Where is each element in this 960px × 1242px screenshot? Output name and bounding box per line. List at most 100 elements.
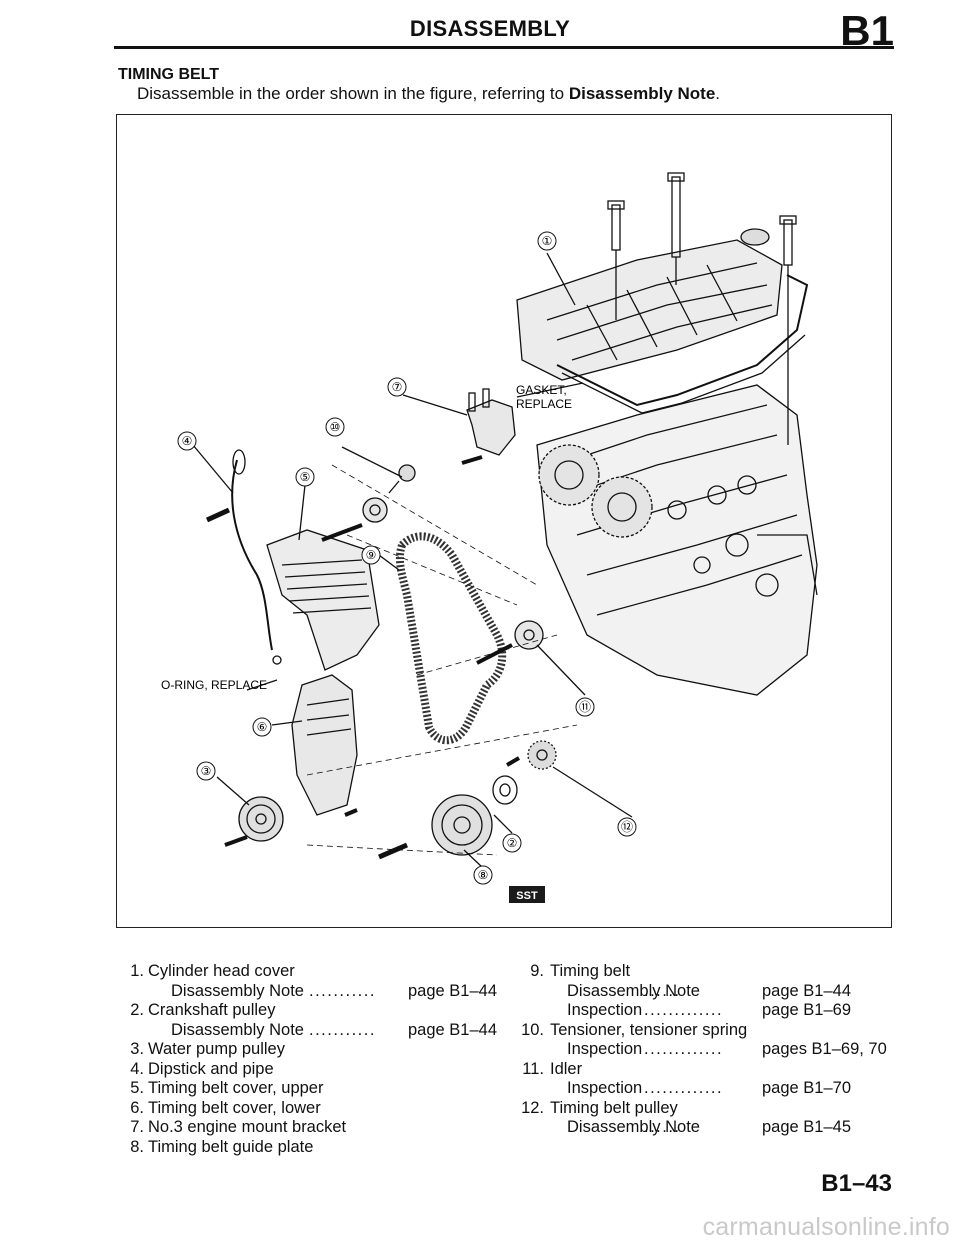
callout-8-label: ⑧ bbox=[478, 868, 489, 882]
callout-1: ① bbox=[537, 231, 557, 251]
callout-markers: ① ② ③ ④ ⑤ ⑥ ⑦ ⑧ ⑨ ⑩ ⑪ ⑫ bbox=[177, 231, 637, 885]
section-code: B1 bbox=[840, 7, 894, 54]
callout-5: ⑤ bbox=[295, 467, 315, 487]
gasket-label-line-2: REPLACE bbox=[516, 397, 572, 411]
part-item: 9. Timing belt bbox=[510, 962, 910, 982]
part-reference: Inspection............. page B1–69 bbox=[510, 1001, 910, 1021]
callout-10: ⑩ bbox=[325, 417, 345, 437]
part-number: 8. bbox=[130, 1137, 144, 1156]
part-name: Timing belt pulley bbox=[550, 1098, 678, 1117]
reference-dots: ............. bbox=[644, 1079, 724, 1097]
part-name: Tensioner, tensioner spring bbox=[550, 1020, 748, 1039]
reference-dots: ........... bbox=[309, 1020, 376, 1039]
reference-text: Disassembly Note bbox=[171, 981, 304, 1000]
part-number: 7. bbox=[130, 1118, 144, 1136]
part-item: 10. Tensioner, tensioner spring bbox=[510, 1021, 910, 1041]
reference-ref: page B1–70 bbox=[762, 1079, 852, 1097]
part-name: Timing belt bbox=[550, 962, 631, 980]
part-number: 4. bbox=[130, 1059, 144, 1078]
part-item: 12.Timing belt pulley bbox=[510, 1099, 910, 1119]
reference-ref: page B1–45 bbox=[762, 1118, 852, 1136]
part-name: Crankshaft pulley bbox=[148, 1001, 276, 1019]
section-heading: TIMING BELT bbox=[118, 66, 220, 83]
part-item: 11. Idler bbox=[510, 1060, 910, 1080]
callout-6: ⑥ bbox=[252, 717, 272, 737]
part-item: 4.Dipstick and pipe bbox=[114, 1060, 504, 1080]
part-number: 9. bbox=[530, 962, 544, 980]
callout-9-label: ⑨ bbox=[366, 548, 377, 562]
part-name: Timing belt cover, upper bbox=[148, 1079, 324, 1097]
part-item: 5.Timing belt cover, upper bbox=[114, 1079, 504, 1099]
callout-1-label: ① bbox=[542, 234, 553, 248]
part-name: No.3 engine mount bracket bbox=[148, 1118, 347, 1136]
reference-dots: ...... bbox=[644, 981, 681, 1000]
sst-badge: SST bbox=[509, 886, 545, 903]
reference-ref: page B1–44 bbox=[408, 1020, 498, 1039]
callout-11: ⑪ bbox=[575, 697, 595, 717]
intro-end: . bbox=[715, 84, 721, 103]
part-item: 3.Water pump pulley bbox=[114, 1040, 504, 1060]
part-reference: Disassembly Note......page B1–44 bbox=[510, 982, 910, 1002]
reference-text: Inspection bbox=[567, 1001, 643, 1019]
reference-ref: page B1–44 bbox=[408, 981, 498, 1000]
callout-12: ⑫ bbox=[617, 817, 637, 837]
reference-dots: ........... bbox=[309, 981, 376, 1000]
part-number: 1. bbox=[130, 962, 144, 980]
callout-12-label: ⑫ bbox=[621, 820, 633, 834]
callout-5-label: ⑤ bbox=[300, 470, 311, 484]
part-number: 10. bbox=[521, 1020, 544, 1039]
reference-text: Disassembly Note bbox=[567, 1118, 700, 1136]
callout-10-label: ⑩ bbox=[330, 420, 341, 434]
part-item: 2.Crankshaft pulley bbox=[114, 1001, 504, 1021]
header-divider bbox=[114, 46, 894, 49]
callout-8-marker: ⑧ bbox=[473, 865, 493, 885]
callout-11-label: ⑪ bbox=[579, 700, 591, 714]
part-reference: Inspection............. page B1–70 bbox=[510, 1079, 910, 1099]
reference-ref: pages B1–69, 70 bbox=[762, 1040, 887, 1058]
part-item: 1.Cylinder head cover bbox=[114, 962, 504, 982]
part-reference: Disassembly Note........... page B1–44 bbox=[114, 1021, 504, 1041]
part-number: 3. bbox=[130, 1040, 144, 1058]
gasket-label-line-1: GASKET, bbox=[516, 383, 567, 397]
part-name: Idler bbox=[550, 1059, 583, 1078]
intro-text: Disassemble in the order shown in the fi… bbox=[137, 84, 569, 103]
exploded-view-drawing: ① ② ③ ④ ⑤ ⑥ ⑦ ⑧ ⑨ ⑩ ⑪ ⑫ GASKET, REPLACE … bbox=[161, 172, 818, 903]
callout-7-label: ⑦ bbox=[392, 380, 403, 394]
callout-4-label: ④ bbox=[182, 434, 193, 448]
part-number: 11. bbox=[522, 1059, 544, 1078]
reference-ref: page B1–69 bbox=[762, 1001, 852, 1019]
watermark: carmanualsonline.info bbox=[702, 1213, 950, 1241]
exploded-view-figure: ① ② ③ ④ ⑤ ⑥ ⑦ ⑧ ⑨ ⑩ ⑪ ⑫ GASKET, REPLACE … bbox=[116, 114, 892, 928]
part-name: Timing belt cover, lower bbox=[148, 1098, 321, 1117]
callout-3: ③ bbox=[196, 761, 216, 781]
part-number: 6. bbox=[130, 1098, 144, 1117]
callout-4: ④ bbox=[177, 431, 197, 451]
reference-text: Inspection bbox=[567, 1079, 643, 1097]
callout-3-label: ③ bbox=[201, 764, 212, 778]
page-number: B1–43 bbox=[821, 1170, 892, 1197]
reference-text: Disassembly Note bbox=[171, 1020, 304, 1039]
part-name: Cylinder head cover bbox=[148, 962, 295, 980]
callout-2-label: ② bbox=[507, 836, 518, 850]
part-number: 2. bbox=[130, 1001, 144, 1019]
intro-bold-reference: Disassembly Note bbox=[568, 84, 716, 103]
reference-text: Disassembly Note bbox=[567, 981, 700, 1000]
part-item: 8.Timing belt guide plate bbox=[114, 1138, 504, 1158]
callout-7: ⑦ bbox=[387, 377, 407, 397]
reference-dots: ...... bbox=[644, 1118, 681, 1136]
callout-9: ⑨ bbox=[361, 545, 381, 565]
intro-paragraph: Disassemble in the order shown in the fi… bbox=[137, 84, 720, 104]
sst-label: SST bbox=[516, 890, 538, 902]
page-header-title: DISASSEMBLY bbox=[409, 16, 571, 41]
oring-label: O-RING, REPLACE bbox=[161, 678, 267, 692]
callout-6-label: ⑥ bbox=[257, 720, 268, 734]
part-name: Timing belt guide plate bbox=[148, 1137, 314, 1156]
part-reference: Inspection.............pages B1–69, 70 bbox=[510, 1040, 910, 1060]
reference-text: Inspection bbox=[567, 1040, 643, 1058]
part-number: 5. bbox=[130, 1079, 144, 1097]
reference-dots: ............. bbox=[644, 1001, 724, 1019]
part-item: 6.Timing belt cover, lower bbox=[114, 1099, 504, 1119]
part-name: Dipstick and pipe bbox=[148, 1059, 274, 1078]
